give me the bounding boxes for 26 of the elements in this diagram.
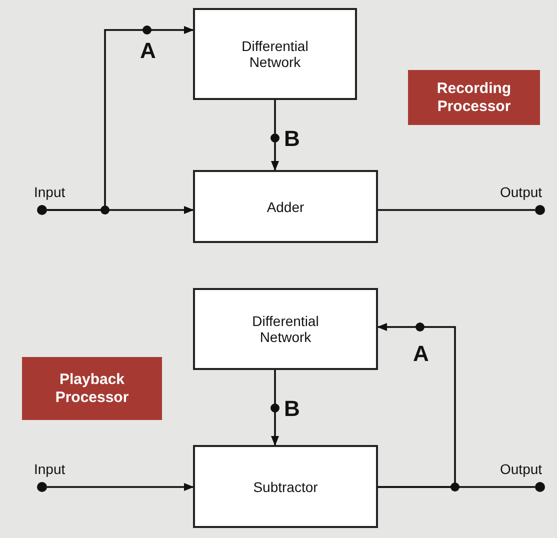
box-label: Differential Network [240, 38, 310, 70]
terminal-text: Output [500, 461, 542, 477]
process-box [193, 288, 378, 370]
box-label: Recording Processor [436, 80, 512, 115]
process-box [193, 170, 378, 243]
terminal-text: Output [500, 184, 542, 200]
process-box [193, 8, 357, 100]
box-label: Adder [266, 198, 304, 214]
edge-label: A [140, 40, 156, 62]
terminal-text: Input [34, 184, 66, 200]
signal-line [47, 483, 194, 491]
process-box [193, 445, 378, 528]
signal-line [378, 209, 535, 211]
box-label: Subtractor [253, 478, 318, 494]
title-panel [22, 357, 162, 420]
signal-line [271, 370, 279, 446]
box-label: Differential Network [251, 313, 320, 345]
signal-line [271, 100, 279, 171]
signal-line [377, 323, 456, 488]
edge-label: B [284, 128, 300, 150]
edge-label: A [413, 343, 429, 365]
terminal-text: Input [34, 461, 66, 477]
signal-line [47, 26, 194, 211]
title-panel [408, 70, 540, 125]
edge-label: B [284, 398, 300, 420]
box-label: Playback Processor [54, 371, 130, 406]
